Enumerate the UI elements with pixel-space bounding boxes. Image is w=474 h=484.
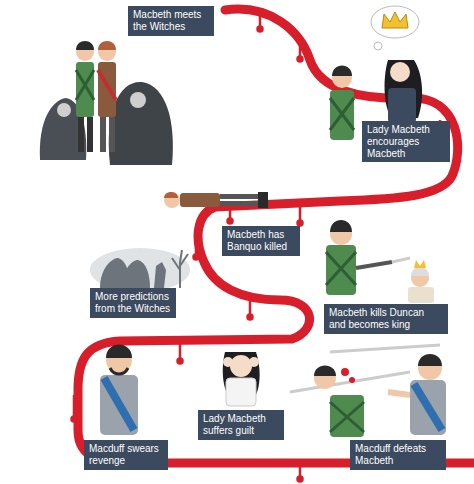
lady-macbeth-scene	[390, 62, 410, 82]
witches-vision	[154, 262, 166, 288]
caption-box: Macbeth meets the Witches	[128, 6, 214, 36]
caption-text: Macbeth kills Duncan and becomes king	[329, 307, 443, 331]
witches-scene	[57, 103, 71, 117]
witches-scene	[98, 62, 116, 117]
lady-macbeth-guilt	[230, 355, 252, 377]
witches-vision	[90, 248, 190, 292]
blood-drips	[299, 203, 302, 222]
banquo-body	[220, 201, 260, 206]
caption-box: More predictions from the Witches	[90, 288, 176, 318]
caption-box: Lady Macbeth suffers guilt	[198, 410, 284, 440]
blood-drips	[258, 27, 263, 32]
macduff-figure	[110, 368, 128, 374]
caption-text: Macduff swears revenge	[89, 443, 163, 467]
blood-drips	[249, 296, 252, 316]
final-fight	[418, 354, 442, 366]
witches-scene	[100, 117, 106, 152]
caption-box: Macduff swears revenge	[84, 440, 168, 470]
duncan-murder	[392, 258, 410, 262]
witches-scene	[130, 92, 146, 108]
blood-drips	[298, 477, 303, 482]
caption-box: Macduff defeats Macbeth	[350, 440, 446, 470]
caption-box: Lady Macbeth encourages Macbeth	[362, 121, 450, 162]
banquo-body	[164, 192, 180, 208]
blood-drips	[72, 417, 77, 422]
blood-drips	[248, 315, 253, 320]
witches-scene	[78, 117, 84, 152]
blood-path	[78, 9, 474, 463]
duncan-murder	[411, 267, 429, 276]
lady-macbeth-guilt	[223, 352, 260, 406]
final-fight	[330, 395, 364, 437]
witches-scene	[87, 117, 93, 152]
duncan-murder	[414, 260, 426, 268]
final-fight	[341, 368, 349, 376]
caption-text: Macbeth meets the Witches	[133, 9, 209, 33]
lady-macbeth-scene	[330, 6, 422, 140]
caption-text: Lady Macbeth suffers guilt	[203, 413, 279, 437]
caption-box: Macbeth kills Duncan and becomes king	[324, 304, 448, 334]
witches-scene	[76, 62, 94, 117]
blood-drips	[73, 395, 76, 418]
lady-macbeth-guilt	[223, 357, 233, 367]
duncan-murder	[330, 220, 352, 232]
banquo-body	[258, 192, 268, 208]
caption-text: Macbeth has Banquo killed	[227, 229, 295, 253]
lady-macbeth-scene	[330, 98, 354, 130]
final-fight	[388, 392, 410, 395]
witches-vision	[122, 260, 150, 288]
lady-macbeth-guilt	[249, 357, 259, 367]
lady-macbeth-scene	[374, 42, 382, 50]
caption-text: More predictions from the Witches	[95, 291, 171, 315]
final-fight	[330, 402, 364, 432]
lady-macbeth-scene	[371, 6, 419, 38]
final-fight	[410, 380, 446, 435]
blood-drips	[228, 219, 233, 224]
witches-vision	[172, 250, 188, 288]
duncan-murder	[326, 245, 356, 295]
macduff-figure	[100, 345, 138, 436]
witches-scene	[40, 41, 173, 165]
blood-path	[78, 9, 474, 463]
banquo-body	[164, 192, 268, 208]
blood-drips	[178, 359, 183, 364]
final-fight	[290, 345, 446, 437]
duncan-murder	[326, 220, 434, 303]
lady-macbeth-guilt	[226, 378, 256, 406]
final-fight	[349, 377, 355, 383]
duncan-murder	[326, 252, 356, 285]
macduff-figure	[100, 375, 138, 435]
witches-vision	[90, 248, 190, 292]
lady-macbeth-scene	[388, 88, 416, 123]
banquo-body	[164, 192, 178, 198]
final-fight	[414, 384, 442, 430]
witches-scene	[76, 41, 94, 50]
macduff-figure	[104, 378, 134, 430]
final-fight	[290, 372, 410, 392]
banquo-body	[180, 193, 220, 207]
caption-text: Lady Macbeth encourages Macbeth	[367, 124, 445, 159]
blood-drips	[72, 10, 443, 482]
lady-macbeth-scene	[330, 90, 354, 140]
witches-scene	[76, 70, 94, 100]
blood-drips	[194, 255, 199, 260]
banquo-body	[220, 194, 260, 199]
duncan-murder	[408, 287, 434, 303]
final-fight	[314, 366, 336, 377]
lady-macbeth-scene	[332, 66, 352, 77]
caption-text: Macduff defeats Macbeth	[355, 443, 441, 467]
blood-drips	[298, 57, 303, 62]
witches-scene	[98, 41, 116, 50]
duncan-murder	[356, 262, 392, 268]
macduff-figure	[106, 345, 132, 359]
final-fight	[330, 345, 440, 352]
witches-scene	[98, 70, 116, 100]
caption-box: Macbeth has Banquo killed	[222, 226, 300, 256]
witches-scene	[109, 82, 173, 165]
blood-drips	[298, 221, 303, 226]
witches-scene	[109, 117, 115, 152]
lady-macbeth-scene	[382, 12, 408, 28]
